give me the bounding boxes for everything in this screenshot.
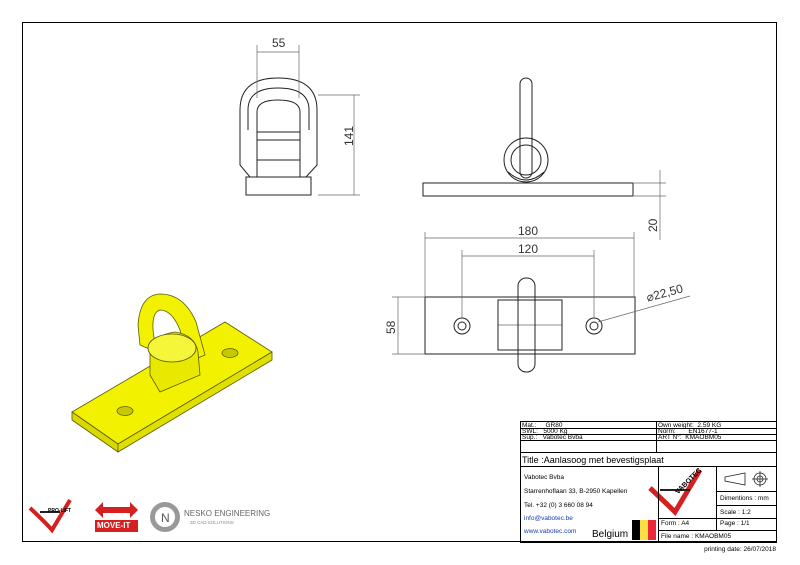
page-label: Page : 1/1 <box>720 520 750 527</box>
form-label: Form : A4 <box>661 520 690 527</box>
prolift-label: PRO-LIFT <box>48 508 72 514</box>
mat-label: Mat.: <box>522 422 537 429</box>
dim-top-width: 55 <box>272 36 286 50</box>
art-value: KMAOBM05 <box>685 434 722 441</box>
mat-row: Mat.: GR80 <box>522 422 562 429</box>
norm-row: Norm: EN1677-1 <box>658 428 718 435</box>
weight-label: Own weight: <box>658 422 694 429</box>
vabotec-logo <box>648 468 703 517</box>
plan-view <box>424 277 636 373</box>
swl-value: 5000 Kg <box>543 428 568 435</box>
file-name-label: File name : KMAOBM05 <box>661 533 732 540</box>
weight-value: 2.59 KG <box>697 422 722 429</box>
title-row: Title :Aanlasoog met bevestigsplaat <box>522 455 664 465</box>
front-view <box>239 77 318 196</box>
side-view <box>422 77 634 197</box>
dim-plate-length: 180 <box>518 224 539 238</box>
front-view-dimension-lines <box>256 45 360 196</box>
projection-symbol-icon <box>724 471 768 487</box>
art-row: ART N°: KMAOBM05 <box>658 434 721 441</box>
title-block <box>520 421 777 543</box>
sup-label: Sup.: <box>522 434 538 441</box>
title-label: Title <box>522 455 539 465</box>
swl-row: SWL: 5000 Kg <box>522 428 568 435</box>
moveit-logo <box>95 502 138 532</box>
moveit-label: MOVE-IT <box>97 521 131 530</box>
belgium-flag <box>632 520 656 540</box>
norm-label: Norm: <box>658 428 676 435</box>
printing-date: printing date: 26/07/2018 <box>704 546 776 553</box>
mat-value: GR80 <box>545 422 563 429</box>
dim-plate-width: 58 <box>384 320 398 334</box>
plan-view-dimension-lines <box>392 232 691 355</box>
svg-text:N: N <box>161 511 170 525</box>
art-label: ART N°: <box>658 434 682 441</box>
company-name: Vabotec Bvba <box>524 474 564 481</box>
scale-label: Scale : 1:2 <box>720 509 751 516</box>
dim-top-height: 141 <box>342 125 356 146</box>
nesko-label: NESKO ENGINEERING <box>184 509 271 518</box>
company-web[interactable]: www.vabotec.com <box>524 528 577 535</box>
prolift-logo <box>28 498 72 534</box>
company-email[interactable]: info@vabotec.be <box>524 515 573 522</box>
nesko-gear-icon: N <box>150 502 180 532</box>
title-value: :Aanlasoog met bevestigsplaat <box>541 455 664 465</box>
dim-hole-spacing: 120 <box>518 242 539 256</box>
country-label: Belgium <box>592 529 629 540</box>
drawing-frame <box>22 22 777 542</box>
company-address: Starrenhoflaan 33, B-2950 Kapellen <box>524 488 628 495</box>
company-tel: Tel. +32 (0) 3 660 08 94 <box>524 502 593 509</box>
side-view-dimension-lines <box>634 170 666 240</box>
norm-value: EN1677-1 <box>688 428 718 435</box>
dimensions-unit: Dimentions : mm <box>720 495 769 502</box>
nesko-sublabel: 3D CAD SOLUTIONS <box>190 520 234 525</box>
isometric-part <box>71 293 273 453</box>
swl-label: SWL: <box>522 428 538 435</box>
dim-side-thickness: 20 <box>646 218 660 232</box>
sup-row: Sup.: Vabotec Bvba <box>522 434 583 441</box>
weight-row: Own weight: 2.59 KG <box>658 422 721 429</box>
sup-value: Vabotec Bvba <box>542 434 583 441</box>
